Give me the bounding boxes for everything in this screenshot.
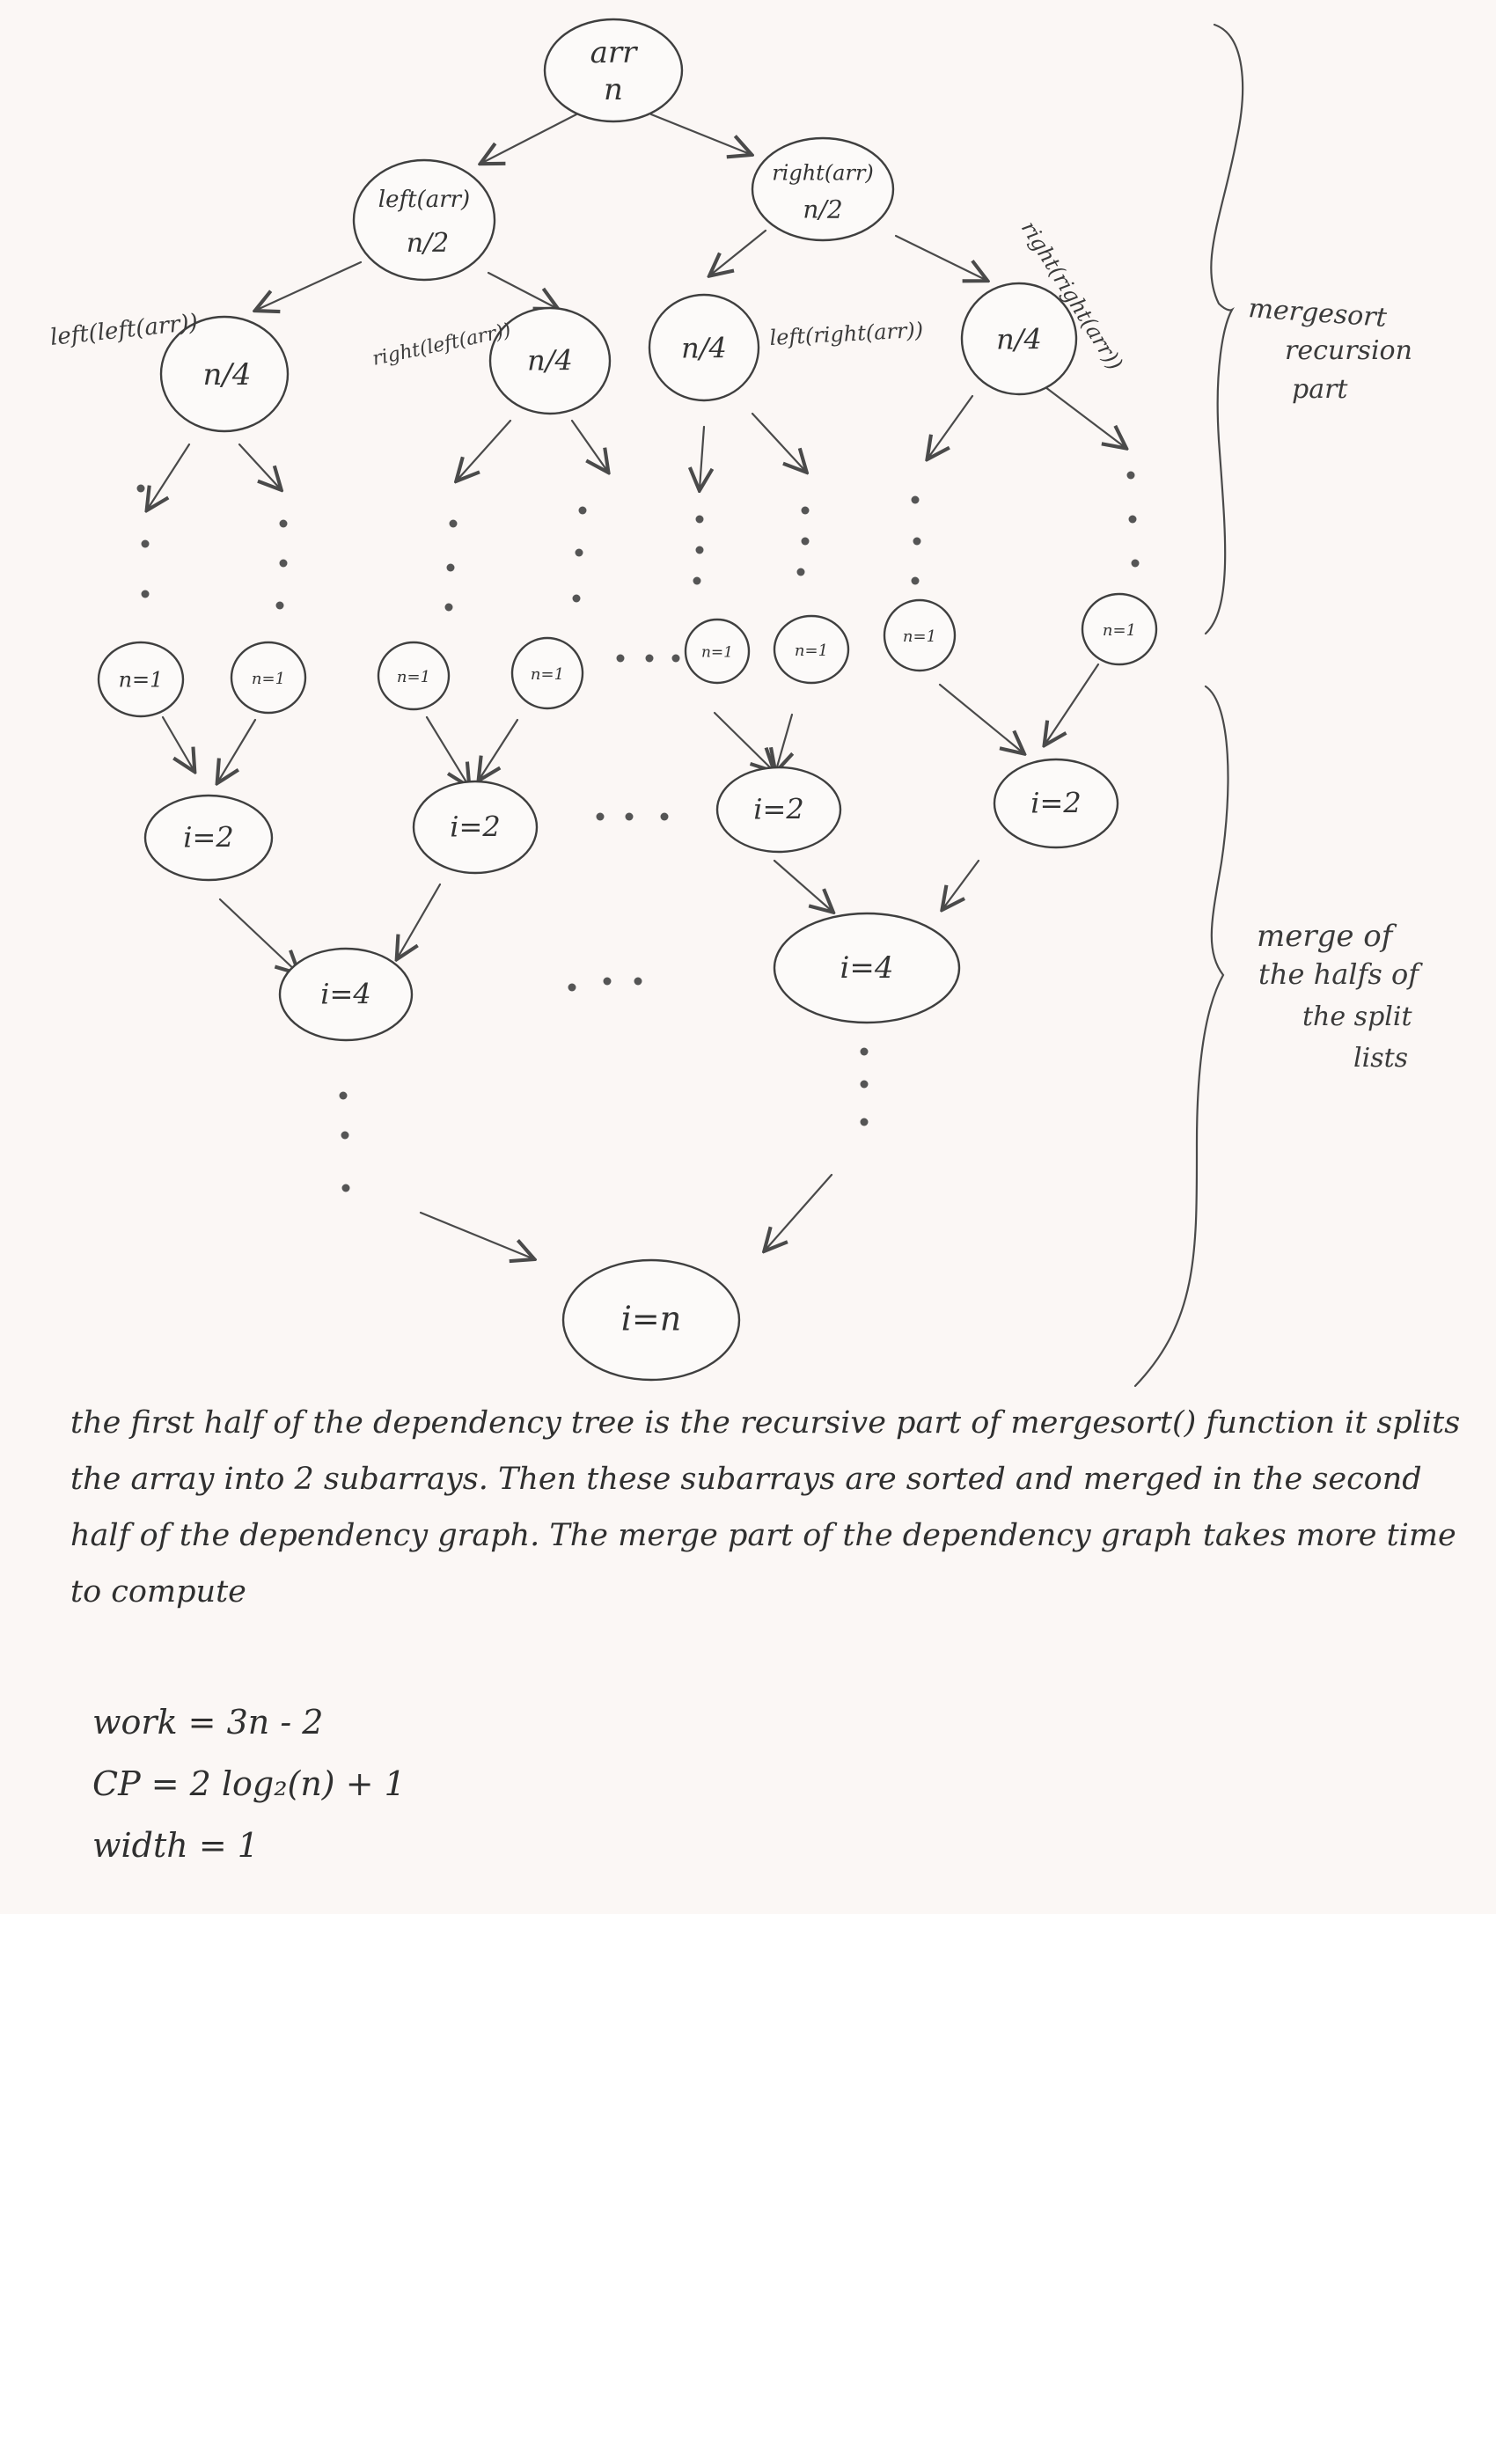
- node-quarter-rl: n/4: [488, 306, 612, 415]
- description-paragraph: the first half of the dependency tree is…: [70, 1405, 1461, 1610]
- annotation-recursion-line-1: mergesort: [1247, 293, 1388, 334]
- edge-lr-b: [751, 412, 805, 471]
- edge-ll-a: [148, 443, 191, 509]
- merge-node-3: i=2: [715, 766, 842, 854]
- leaf-1-label: n=1: [119, 668, 164, 693]
- edge-rl-a: [458, 419, 512, 480]
- merge-node-1-label: i=2: [183, 821, 233, 854]
- leaf-3: n=1: [377, 641, 451, 711]
- quarter-ll-label: n/4: [203, 357, 252, 392]
- edge-leaf6-m3: [776, 713, 792, 770]
- annotation-recursion: mergesort recursion part: [1247, 293, 1412, 405]
- node-right-half: right(arr) n/2: [751, 136, 895, 242]
- merge-node-4-label: i=2: [1030, 787, 1081, 820]
- right-half-label: right(arr): [772, 161, 874, 186]
- edge-leaf8-m4: [1045, 663, 1100, 744]
- leaf-3-label: n=1: [397, 668, 430, 686]
- leaf-2-label: n=1: [252, 670, 285, 688]
- leaf-4-label: n=1: [531, 665, 564, 684]
- node-quarter-lr: n/4: [648, 293, 760, 402]
- dependency-graph: arr n left(arr) n/2 right(arr) n/2 n/4 n…: [49, 18, 1423, 1388]
- edge-to-final-r: [766, 1173, 833, 1250]
- final-node-label: i=n: [621, 1300, 681, 1338]
- merge-node-2-label: i=2: [450, 810, 500, 844]
- merge-edges: [161, 663, 1100, 1258]
- left-half-label: left(arr): [378, 187, 470, 213]
- leaf-8: n=1: [1081, 592, 1158, 666]
- recursion-edges: [148, 113, 1125, 509]
- annotation-merge-line-3: the split: [1302, 1001, 1412, 1032]
- merge-node-3-label: i=2: [753, 793, 803, 826]
- metric-work: work = 3n - 2: [92, 1703, 324, 1742]
- leaf-7-label: n=1: [903, 627, 936, 646]
- edge-left-rl: [487, 271, 556, 308]
- leaf-6: n=1: [773, 614, 850, 685]
- merge-node-6-label: i=4: [840, 950, 894, 986]
- merge-node-5: i=4: [278, 947, 414, 1042]
- edge-left-ll: [257, 260, 363, 310]
- leaf-2: n=1: [230, 641, 307, 715]
- edge-lr-a: [700, 425, 704, 488]
- merge-node-1: i=2: [143, 794, 274, 882]
- merge-node-2: i=2: [412, 780, 539, 875]
- edge-m4-i4b: [943, 859, 980, 908]
- continuation-dots: [136, 471, 1140, 1192]
- edge-leaf7-m4: [938, 683, 1023, 752]
- edge-to-final-l: [419, 1211, 532, 1258]
- quarter-rr-label: n/4: [996, 323, 1042, 356]
- node-quarter-ll: n/4: [159, 315, 290, 433]
- quarter-rl-label: n/4: [527, 344, 573, 378]
- annotation-recursion-line-2: recursion: [1285, 335, 1412, 366]
- merge-node-4: i=2: [993, 758, 1119, 849]
- edge-ll-b: [238, 443, 280, 488]
- edge-rr-a: [928, 394, 974, 458]
- edge-m1-i4a: [218, 898, 297, 972]
- metric-width: width = 1: [92, 1826, 259, 1865]
- leaf-1: n=1: [97, 641, 185, 718]
- edge-root-right: [649, 113, 750, 154]
- left-half-size: n/2: [407, 228, 450, 259]
- edge-leaf1-m1: [161, 715, 194, 770]
- brace-merge: [1133, 685, 1229, 1388]
- edge-right-rr: [894, 234, 986, 280]
- annotation-merge-line-4: lists: [1353, 1043, 1408, 1074]
- root-label-arr: arr: [590, 35, 639, 70]
- annotation-merge-line-1: merge of: [1257, 919, 1397, 954]
- annotation-recursion-line-3: part: [1292, 374, 1348, 405]
- edge-right-lr: [711, 229, 767, 275]
- brace-recursion: [1204, 23, 1244, 635]
- edge-rl-b: [570, 419, 607, 471]
- node-root: arr n: [543, 18, 684, 123]
- node-quarter-rr: n/4: [960, 282, 1078, 396]
- leaf-6-label: n=1: [795, 642, 828, 660]
- edge-m2-i4a: [398, 883, 442, 957]
- annotation-merge: merge of the halfs of the split lists: [1257, 919, 1423, 1074]
- edge-leaf3-m2: [425, 715, 468, 785]
- merge-node-5-label: i=4: [320, 978, 370, 1011]
- quarter-lr-label: n/4: [681, 332, 727, 365]
- edge-m3-i4b: [773, 859, 832, 911]
- edge-leaf5-m3: [713, 711, 773, 770]
- leaf-4: n=1: [510, 636, 584, 710]
- metric-critical-path: CP = 2 log₂(n) + 1: [92, 1764, 406, 1803]
- root-label-n: n: [604, 72, 623, 107]
- edge-root-left: [482, 113, 578, 163]
- node-left-half: left(arr) n/2: [352, 158, 496, 282]
- leaf-5-label: n=1: [701, 644, 733, 662]
- right-half-size: n/2: [803, 195, 842, 224]
- leaf-5: n=1: [684, 618, 751, 685]
- label-left-right: left(right(arr)): [769, 318, 924, 350]
- leaf-8-label: n=1: [1103, 621, 1136, 640]
- edge-leaf2-m1: [218, 718, 257, 781]
- merge-node-6: i=4: [773, 912, 961, 1024]
- annotation-merge-line-2: the halfs of: [1258, 957, 1423, 991]
- final-node: i=n: [561, 1258, 741, 1382]
- edge-rr-b: [1044, 385, 1125, 447]
- edge-leaf4-m2: [480, 718, 519, 779]
- leaf-7: n=1: [883, 598, 957, 672]
